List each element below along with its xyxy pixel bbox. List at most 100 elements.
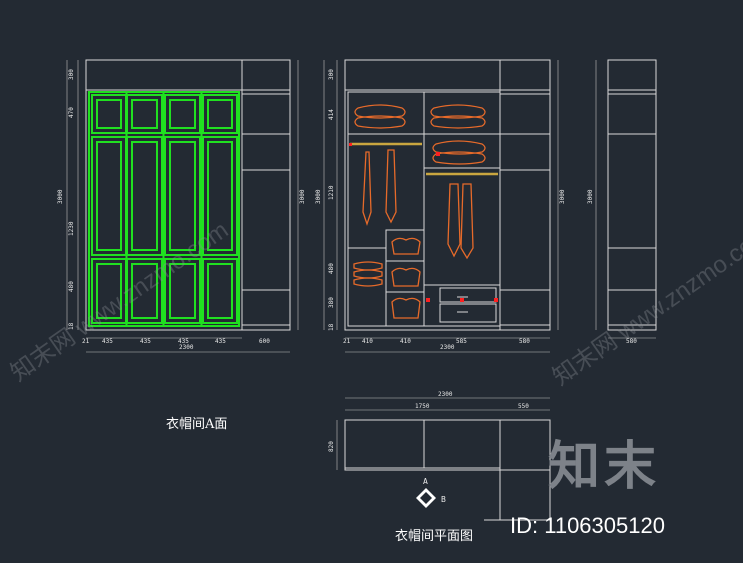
dim-label: 380	[328, 297, 335, 308]
clothes	[353, 104, 486, 319]
folded-clothes	[430, 115, 486, 129]
marker	[436, 152, 440, 156]
dim-label: 435	[102, 338, 113, 345]
dim-label: 435	[140, 338, 151, 345]
door-inner-panel	[207, 99, 233, 129]
marker	[426, 298, 430, 302]
dim-label: 414	[328, 109, 335, 120]
door-inner-panel	[96, 99, 122, 129]
dim-total-height: 3000	[315, 189, 322, 204]
hanging-garment	[385, 149, 397, 224]
dim-total-height: 3000	[57, 189, 64, 204]
door-panel	[164, 94, 201, 134]
watermark-id: ID: 1106305120	[510, 513, 665, 538]
dim-label: 300	[68, 69, 75, 80]
dim-label: 21	[82, 338, 90, 345]
dim-label: 410	[400, 338, 411, 345]
door-panel	[202, 136, 238, 256]
hanging-garment	[460, 183, 474, 260]
dim-total-width: 2300	[440, 344, 455, 351]
hanging-garment	[362, 151, 372, 227]
dim-label: 1210	[328, 185, 335, 200]
door-inner-panel	[131, 263, 158, 319]
door-panel	[202, 94, 238, 134]
marker	[460, 298, 464, 302]
dim-total-width: 2300	[438, 391, 453, 398]
plan-caption: 衣帽间平面图	[395, 528, 473, 544]
door-inner-panel	[96, 263, 122, 319]
door-inner-panel	[169, 263, 196, 319]
elevation-a-doors	[88, 91, 240, 327]
dim-label: 600	[259, 338, 270, 345]
door-inner-panel	[169, 99, 196, 129]
side-view	[607, 59, 657, 331]
watermark-logo: 知末	[548, 437, 660, 497]
dim-label: 480	[328, 263, 335, 274]
drawer	[439, 287, 497, 303]
dim-label: 435	[215, 338, 226, 345]
elevation-b	[344, 59, 551, 331]
shoes	[391, 237, 421, 255]
dim-label: 820	[328, 441, 335, 452]
drawer	[439, 303, 497, 323]
view-direction-marker: A B	[416, 477, 446, 508]
hanging-rods	[350, 142, 498, 176]
dim-right: 3000	[587, 189, 594, 204]
elevation-a	[85, 59, 291, 331]
markers	[349, 143, 498, 302]
folded-item	[353, 277, 383, 287]
dim-right: 3000	[299, 189, 306, 204]
dim-label: 480	[68, 281, 75, 292]
folded-item	[353, 261, 383, 271]
dim-label: 18	[68, 322, 75, 330]
door-inner-panel	[131, 141, 158, 251]
side-view-dimension-lines	[595, 60, 656, 339]
plan-dimension-lines	[336, 397, 550, 470]
dim-label: 580	[626, 338, 637, 345]
side-view-outline	[607, 59, 657, 331]
folded-clothes	[432, 151, 486, 165]
elevation-a-outline	[85, 59, 291, 331]
door-inner-panel	[131, 99, 158, 129]
folded-clothes	[354, 104, 406, 119]
dim-label: 1750	[415, 403, 430, 410]
dim-label: 470	[68, 107, 75, 118]
dim-label: 580	[519, 338, 530, 345]
door-inner-panel	[207, 263, 233, 319]
door-inner-panel	[96, 141, 122, 251]
marker	[494, 298, 498, 302]
dim-label: 18	[328, 323, 335, 331]
elevation-b-dimension-lines	[323, 60, 559, 353]
marker	[349, 143, 352, 146]
plan-view	[344, 419, 551, 521]
dim-label: 300	[328, 69, 335, 80]
shoes	[391, 297, 421, 319]
dim-label: 410	[362, 338, 373, 345]
door-panel	[202, 258, 238, 324]
elevation-a-dimension-lines	[66, 60, 299, 353]
folded-item	[353, 269, 383, 279]
elevation-b-outline	[344, 59, 551, 331]
shoe-cabinet	[385, 229, 425, 327]
dim-right: 3000	[559, 189, 566, 204]
door-inner-panel	[169, 141, 196, 251]
marker-b-label: B	[441, 495, 446, 504]
shoes	[391, 267, 421, 287]
door-panel	[164, 136, 201, 256]
marker-a-label: A	[423, 477, 428, 486]
direction-diamond-inner-icon	[420, 492, 432, 504]
dim-label: 21	[343, 338, 351, 345]
hanging-garment	[447, 183, 461, 258]
door-inner-panel	[207, 141, 233, 251]
folded-clothes	[432, 140, 486, 155]
folded-clothes	[430, 104, 486, 119]
dim-label: 1230	[68, 221, 75, 236]
dim-label: 550	[518, 403, 529, 410]
dim-total-width: 2300	[179, 344, 194, 351]
door-panel	[164, 258, 201, 324]
dim-label: 585	[456, 338, 467, 345]
elevation-a-caption: 衣帽间A面	[166, 416, 227, 432]
folded-clothes	[354, 115, 406, 129]
